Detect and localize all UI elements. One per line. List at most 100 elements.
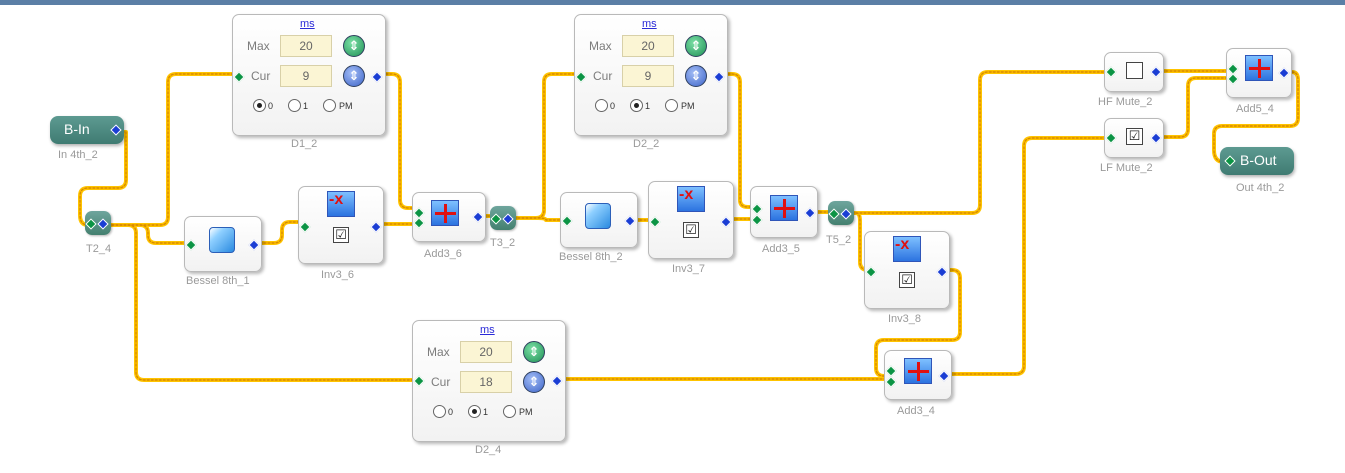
d1-2-radio-1[interactable] xyxy=(288,99,301,112)
add3-4-output-pin[interactable] xyxy=(938,370,950,382)
b-in-output-pin[interactable] xyxy=(110,124,122,136)
t3-2-output-pin[interactable] xyxy=(502,213,514,225)
bessel-8th-2-output-pin[interactable] xyxy=(624,215,636,227)
bessel-8th-1-input-pin[interactable] xyxy=(185,239,197,251)
d2-4-radio-0[interactable] xyxy=(433,405,446,418)
d1-2-cur-spin-icon[interactable]: ⇕ xyxy=(343,65,365,87)
d2-2-radio-1[interactable] xyxy=(630,99,643,112)
add5-4-input-pin-b[interactable] xyxy=(1227,73,1239,85)
inv3-6-checkbox[interactable]: ☑ xyxy=(333,227,349,243)
bessel-8th-2-input-pin[interactable] xyxy=(561,215,573,227)
d2-2-cur-field[interactable] xyxy=(622,65,674,87)
wire-inv38-add34-dash[interactable] xyxy=(875,269,961,377)
d1-2-radio-0[interactable] xyxy=(253,99,266,112)
d1-2-unit-link[interactable]: ms xyxy=(300,18,315,30)
t5-2-input-pin[interactable] xyxy=(828,208,840,220)
d2-2-input-pin[interactable] xyxy=(575,71,587,83)
add3-5-output-pin[interactable] xyxy=(804,207,816,219)
t3-2-node[interactable] xyxy=(490,206,516,230)
add3-4-block[interactable] xyxy=(884,350,952,400)
b-out-block[interactable]: B-Out xyxy=(1220,147,1294,175)
d2-2-max-field[interactable] xyxy=(622,35,674,57)
d1-2-radio-pm[interactable] xyxy=(323,99,336,112)
wire-bessel1-inv36-dash[interactable] xyxy=(255,221,303,244)
b-out-input-pin[interactable] xyxy=(1224,155,1236,167)
bessel-8th-1-output-pin[interactable] xyxy=(248,239,260,251)
inv3-7-input-pin[interactable] xyxy=(649,216,661,228)
d2-4-radio-1[interactable] xyxy=(468,405,481,418)
wire-t24-d24-dash[interactable] xyxy=(111,224,417,381)
t5-2-output-pin[interactable] xyxy=(840,208,852,220)
add3-6-output-pin[interactable] xyxy=(472,211,484,223)
wire-bin-t24-dash[interactable] xyxy=(79,131,127,226)
add3-4-input-pin-b[interactable] xyxy=(885,376,897,388)
d1-2-input-pin[interactable] xyxy=(233,71,245,83)
wire-add54-bout-dash[interactable] xyxy=(1213,71,1299,163)
d2-2-output-pin[interactable] xyxy=(713,71,725,83)
inv3-6-output-pin[interactable] xyxy=(370,221,382,233)
bessel-8th-1-block[interactable] xyxy=(184,216,262,272)
wire-t32-bessel2-dash[interactable] xyxy=(513,217,565,221)
inv3-8-output-pin[interactable] xyxy=(936,266,948,278)
inv3-8-checkbox[interactable]: ☑ xyxy=(899,272,915,288)
inv3-8-input-pin[interactable] xyxy=(865,266,877,278)
b-in-block[interactable]: B-In xyxy=(50,116,124,144)
lf-mute-2-block[interactable]: ☑ xyxy=(1104,118,1164,158)
delay-block-d2-2[interactable]: ms Max ⇕ Cur ⇕ 0 1 PM xyxy=(574,14,728,136)
wire-add34-lfmute[interactable] xyxy=(944,136,1110,376)
wire-t24-d12[interactable] xyxy=(110,72,238,227)
d1-2-cur-field[interactable] xyxy=(280,65,332,87)
bessel-8th-2-block[interactable] xyxy=(560,192,638,248)
d2-2-radio-pm[interactable] xyxy=(665,99,678,112)
d2-2-unit-link[interactable]: ms xyxy=(642,18,657,30)
lf-mute-2-checkbox[interactable]: ☑ xyxy=(1126,128,1143,145)
inv3-7-output-pin[interactable] xyxy=(720,216,732,228)
inv3-7-block[interactable]: -x ☑ xyxy=(648,181,734,259)
d2-2-max-spin-icon[interactable]: ⇕ xyxy=(685,35,707,57)
t2-4-output-pin[interactable] xyxy=(97,218,109,230)
inv3-6-block[interactable]: -x ☑ xyxy=(298,186,384,264)
d2-4-max-spin-icon[interactable]: ⇕ xyxy=(523,341,545,363)
inv3-8-block[interactable]: -x ☑ xyxy=(864,231,950,309)
d1-2-output-pin[interactable] xyxy=(371,71,383,83)
d2-4-cur-field[interactable] xyxy=(460,371,512,393)
add3-4-input-pin-a[interactable] xyxy=(885,365,897,377)
hf-mute-2-block[interactable] xyxy=(1104,52,1164,92)
d2-4-unit-link[interactable]: ms xyxy=(480,324,495,336)
wire-t24-d12-dash[interactable] xyxy=(111,73,237,226)
t5-2-node[interactable] xyxy=(828,201,854,225)
d1-2-max-field[interactable] xyxy=(280,35,332,57)
wire-t52-hfmute-dash[interactable] xyxy=(851,71,1109,214)
d2-4-input-pin[interactable] xyxy=(413,375,425,387)
t2-4-input-pin[interactable] xyxy=(85,218,97,230)
hf-mute-2-input-pin[interactable] xyxy=(1105,66,1117,78)
inv3-7-checkbox[interactable]: ☑ xyxy=(683,222,699,238)
d2-2-cur-spin-icon[interactable]: ⇕ xyxy=(685,65,707,87)
wire-bessel1-inv36[interactable] xyxy=(254,220,304,245)
d2-2-radio-0[interactable] xyxy=(595,99,608,112)
inv3-6-input-pin[interactable] xyxy=(299,221,311,233)
lf-mute-2-output-pin[interactable] xyxy=(1150,132,1162,144)
add3-5-input-pin-b[interactable] xyxy=(751,214,763,226)
wire-add34-lfmute-dash[interactable] xyxy=(945,137,1109,375)
add3-5-block[interactable] xyxy=(750,186,818,238)
add3-6-input-pin-b[interactable] xyxy=(413,217,425,229)
d2-4-max-field[interactable] xyxy=(460,341,512,363)
hf-mute-2-output-pin[interactable] xyxy=(1150,66,1162,78)
lf-mute-2-input-pin[interactable] xyxy=(1105,132,1117,144)
delay-block-d2-4[interactable]: ms Max ⇕ Cur ⇕ 0 1 PM xyxy=(412,320,566,442)
hf-mute-2-checkbox[interactable] xyxy=(1126,62,1143,79)
wire-lfmute-add54-dash[interactable] xyxy=(1157,77,1231,138)
d2-4-radio-pm[interactable] xyxy=(503,405,516,418)
wire-d22-inv37-add35-dash[interactable] xyxy=(719,73,755,208)
d2-4-cur-spin-icon[interactable]: ⇕ xyxy=(523,371,545,393)
t3-2-input-pin[interactable] xyxy=(490,213,502,225)
d2-4-output-pin[interactable] xyxy=(551,375,563,387)
t2-4-node[interactable] xyxy=(85,211,111,235)
add3-6-block[interactable] xyxy=(412,192,486,242)
add5-4-output-pin[interactable] xyxy=(1278,67,1290,79)
wire-t24-bessel1-dash[interactable] xyxy=(111,224,189,244)
add3-5-input-pin-a[interactable] xyxy=(751,203,763,215)
delay-block-d1-2[interactable]: ms Max ⇕ Cur ⇕ 0 1 PM xyxy=(232,14,386,136)
wire-d12-add36-dash[interactable] xyxy=(377,73,417,209)
